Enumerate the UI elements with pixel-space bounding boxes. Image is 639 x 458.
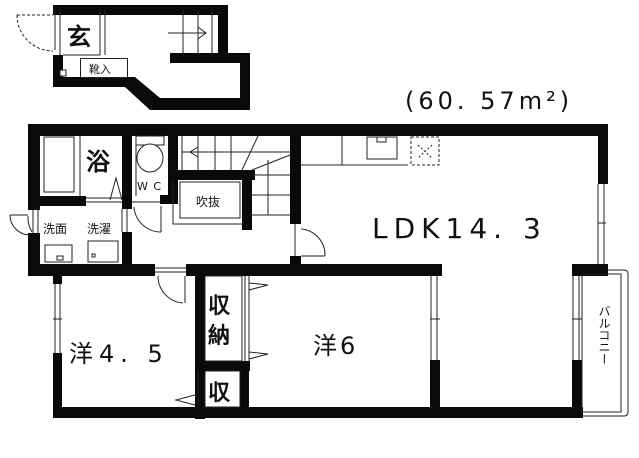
wall xyxy=(240,361,249,416)
wall xyxy=(53,55,63,87)
shoe-storage xyxy=(80,58,128,78)
wall xyxy=(53,407,583,418)
wall xyxy=(28,196,86,206)
wall xyxy=(290,124,301,224)
closet-large-label-2: 納 xyxy=(208,324,231,349)
wall xyxy=(122,124,132,209)
entrance-lines xyxy=(16,10,213,110)
closet-large-label-1: 収 xyxy=(208,294,231,319)
closet-small-label: 収 xyxy=(208,381,231,406)
wall xyxy=(28,124,40,210)
total-area-label: (60. 57m²) xyxy=(405,87,574,115)
wall xyxy=(150,98,250,110)
wall xyxy=(572,264,608,276)
wall xyxy=(175,170,255,180)
western-room-2-label: 洋6 xyxy=(313,332,359,360)
wc-label: W C xyxy=(137,180,163,193)
wall xyxy=(242,170,252,230)
wall xyxy=(195,264,205,419)
void-label: 吹抜 xyxy=(196,195,221,209)
laundry-label: 洗濯 xyxy=(87,222,112,236)
entrance-label: 玄 xyxy=(67,23,91,51)
western-room-1-label: 洋4. 5 xyxy=(69,340,169,368)
wall xyxy=(598,124,608,184)
ldk-label: LDK14. 3 xyxy=(372,212,547,245)
wall xyxy=(53,353,62,418)
wall xyxy=(160,195,178,204)
wall xyxy=(186,264,442,276)
balcony-label: バルコニー xyxy=(597,305,611,365)
wall xyxy=(240,53,250,108)
wall xyxy=(430,360,440,415)
shoe-storage-label: 靴入 xyxy=(89,63,111,76)
wall xyxy=(53,5,228,15)
wall xyxy=(218,5,228,63)
wall xyxy=(170,53,250,63)
washroom-label: 洗面 xyxy=(43,222,68,236)
wall xyxy=(122,232,132,275)
wall xyxy=(195,361,250,371)
wall xyxy=(168,124,178,199)
wall xyxy=(53,264,62,284)
wall xyxy=(53,77,128,87)
bath-label: 浴 xyxy=(86,148,110,176)
wall xyxy=(572,360,582,415)
